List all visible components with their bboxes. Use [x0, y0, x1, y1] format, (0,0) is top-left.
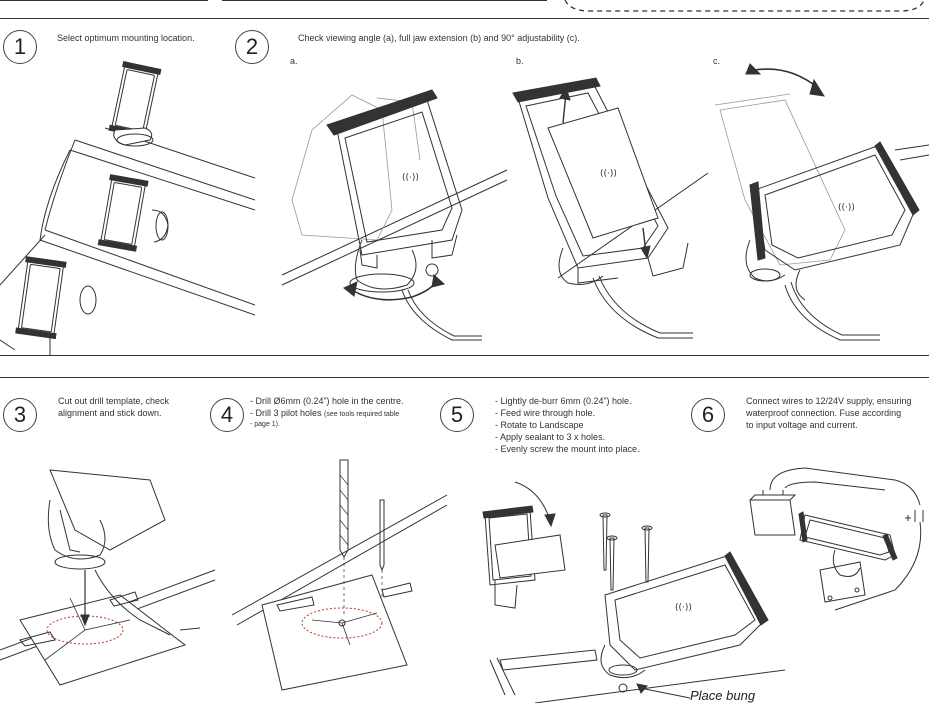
- step-4-line-1: - Drill Ø6mm (0.24”) hole in the centre.: [250, 395, 404, 407]
- step-5-line-3: - Rotate to Landscape: [495, 419, 584, 431]
- svg-text:((·)): ((·)): [838, 203, 855, 213]
- step-2b-illustration: ((·)): [508, 78, 708, 353]
- step-3-line-2: alignment and stick down.: [58, 407, 162, 419]
- step-4-note-2: - page 1).: [250, 419, 280, 431]
- step-2a-illustration: ((·)): [282, 90, 507, 350]
- step-3-illustration: [0, 460, 215, 703]
- step-5-line-5: - Evenly screw the mount into place.: [495, 443, 640, 455]
- header-dashed-box: [560, 0, 929, 14]
- step-2c-illustration: ((·)): [710, 60, 929, 352]
- step-2-label-a: a.: [290, 56, 298, 66]
- middle-divider: [0, 355, 929, 356]
- step-6-illustration: [745, 460, 929, 620]
- step-3-line-1: Cut out drill template, check: [58, 395, 169, 407]
- step-1-number: 1: [3, 30, 37, 64]
- header-rule-mid: [222, 0, 547, 1]
- step-6-line-2: waterproof connection. Fuse according: [746, 407, 901, 419]
- step-5-line-4: - Apply sealant to 3 x holes.: [495, 431, 605, 443]
- step-6-number: 6: [691, 398, 725, 432]
- step-6-line-1: Connect wires to 12/24V supply, ensuring: [746, 395, 911, 407]
- step-5-line-2: - Feed wire through hole.: [495, 407, 595, 419]
- step-1-illustration: [0, 60, 260, 355]
- step-5-illustration: ((·)): [475, 470, 785, 703]
- step-3-number: 3: [3, 398, 37, 432]
- step-4-note: (see tools required table: [324, 411, 399, 418]
- svg-text:((·)): ((·)): [402, 173, 419, 183]
- header-rule-left: [0, 0, 208, 1]
- step-2-label-b: b.: [516, 56, 524, 66]
- step-4-line-2-main: - Drill 3 pilot holes: [250, 408, 322, 418]
- svg-text:((·)): ((·)): [675, 603, 692, 613]
- step-2-text: Check viewing angle (a), full jaw extens…: [298, 32, 580, 44]
- top-divider: [0, 18, 929, 19]
- step-4-illustration: [232, 455, 447, 703]
- step-4-number: 4: [210, 398, 244, 432]
- lower-divider: [0, 377, 929, 378]
- step-2-number: 2: [235, 30, 269, 64]
- step-5-number: 5: [440, 398, 474, 432]
- step-5-callout-place-bung: Place bung: [690, 688, 755, 703]
- step-1-text: Select optimum mounting location.: [57, 32, 195, 44]
- svg-text:((·)): ((·)): [600, 169, 617, 179]
- step-6-line-3: to input voltage and current.: [746, 419, 858, 431]
- step-5-line-1: - Lightly de-burr 6mm (0.24”) hole.: [495, 395, 632, 407]
